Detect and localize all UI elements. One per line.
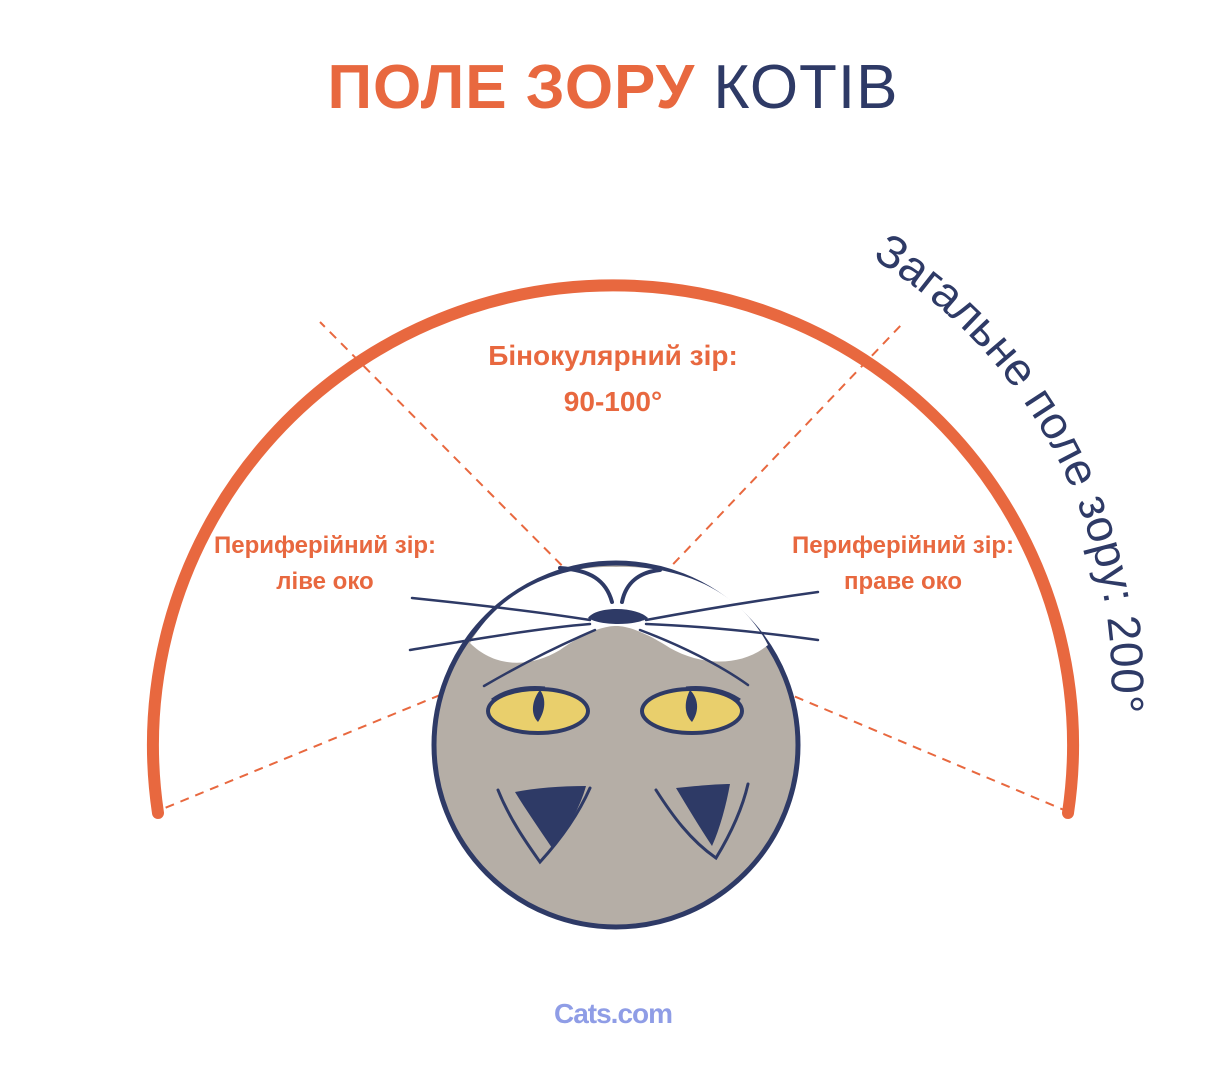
peripheral-left-title: Периферійний зір: bbox=[213, 532, 437, 559]
total-field-label: Загальне поле зору: 200° bbox=[866, 223, 1153, 714]
binocular-vision-value: 90-100° bbox=[563, 386, 663, 417]
peripheral-right-eye: праве око bbox=[844, 568, 962, 595]
page-title: ПОЛЕ ЗОРУ КОТІВ bbox=[0, 52, 1226, 123]
brand-logo[interactable]: Cats.com bbox=[553, 998, 673, 1029]
peripheral-right-title: Периферійний зір: bbox=[791, 532, 1015, 559]
cat-nose-icon bbox=[588, 609, 648, 624]
binocular-vision-label: Бінокулярний зір: 90-100° bbox=[413, 333, 813, 425]
peripheral-left-eye: ліве око bbox=[276, 568, 374, 595]
cat-eye-icon bbox=[486, 686, 590, 735]
cat-ear-icon bbox=[654, 782, 750, 861]
total-field-arc bbox=[147, 279, 1079, 819]
title-rest: КОТІВ bbox=[713, 53, 899, 122]
whisker-icon bbox=[408, 590, 820, 688]
cat-ear-icon bbox=[496, 786, 592, 865]
binocular-vision-title: Бінокулярний зір: bbox=[488, 340, 738, 371]
cat-eye-icon bbox=[640, 686, 744, 735]
peripheral-left-label: Периферійний зір: ліве око bbox=[175, 528, 475, 600]
cat-head-icon bbox=[408, 560, 820, 930]
title-highlight: ПОЛЕ ЗОРУ bbox=[327, 53, 696, 122]
peripheral-right-label: Периферійний зір: праве око bbox=[753, 528, 1053, 600]
